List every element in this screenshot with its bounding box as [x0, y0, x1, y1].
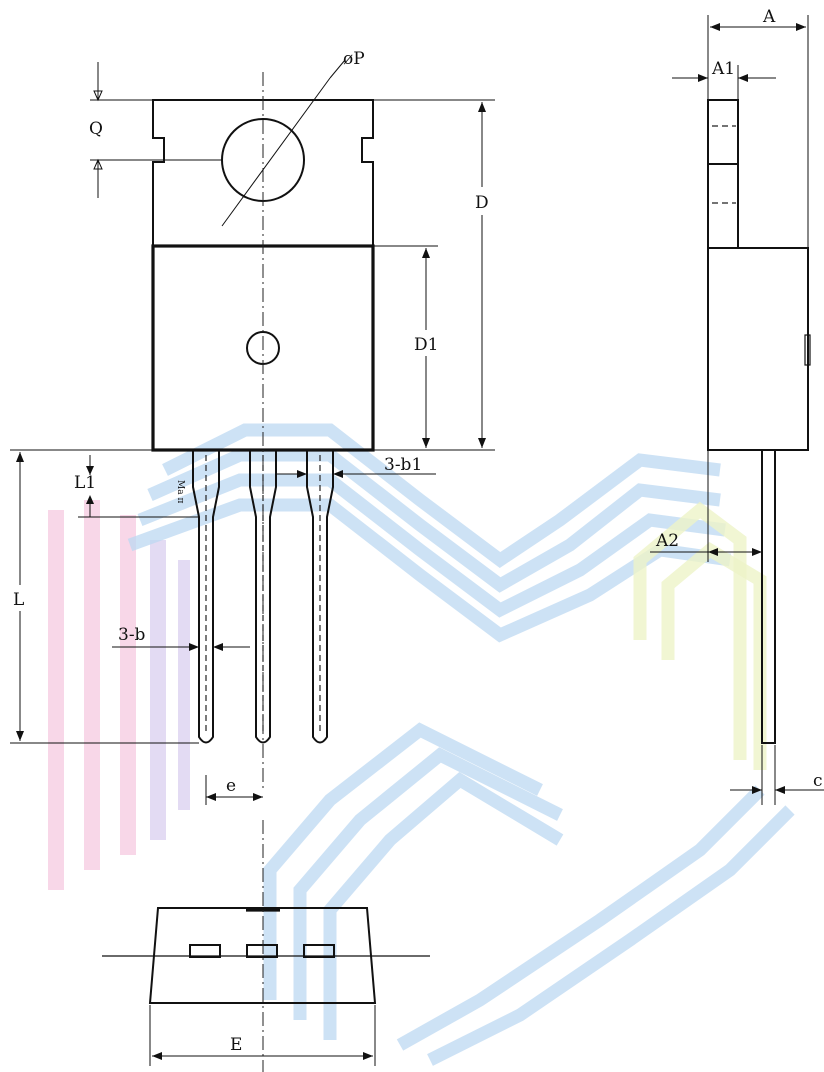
front-view: Ma π — [151, 72, 375, 790]
side-view-tab — [707, 99, 739, 249]
watermark-stripes-left — [48, 500, 190, 890]
dim-label-c: c — [813, 771, 823, 791]
dim-label-a2: A2 — [655, 531, 679, 551]
side-view-lead — [761, 450, 776, 744]
dim-label-d1: D1 — [414, 335, 438, 355]
dim-label-q: Q — [89, 119, 103, 139]
dim-label-b: 3-b — [118, 625, 146, 645]
side-view — [707, 99, 811, 744]
watermark-logo — [48, 423, 795, 1066]
lead-left — [192, 450, 220, 744]
bottom-view — [102, 820, 430, 1072]
dim-label-a1: A1 — [711, 59, 735, 79]
dim-label-l: L — [13, 590, 24, 610]
dim-label-phip: øP — [343, 49, 365, 69]
lead-center — [249, 450, 277, 744]
front-view-dimensions: Q øP D D1 3-b1 L1 — [10, 49, 495, 805]
dim-label-a: A — [762, 7, 776, 27]
dim-label-d: D — [475, 193, 489, 213]
dim-label-e: e — [226, 776, 236, 796]
watermark-ribbons-yellow — [633, 501, 767, 770]
watermark-ribbons-blue — [127, 423, 795, 1066]
bottom-view-outline — [148, 907, 377, 1004]
side-view-body — [707, 247, 809, 451]
bottom-view-dimensions: E — [149, 1005, 376, 1066]
bottom-view-lead-sections — [189, 944, 335, 958]
pin-mark-text: Ma π — [175, 480, 185, 503]
dim-label-l1: L1 — [74, 473, 96, 493]
side-view-dimensions: A A1 A2 c — [650, 7, 824, 805]
dim-label-e-width: E — [230, 1035, 242, 1055]
dim-label-b1: 3-b1 — [384, 455, 422, 475]
front-view-leads — [192, 450, 334, 744]
lead-right — [306, 450, 334, 744]
